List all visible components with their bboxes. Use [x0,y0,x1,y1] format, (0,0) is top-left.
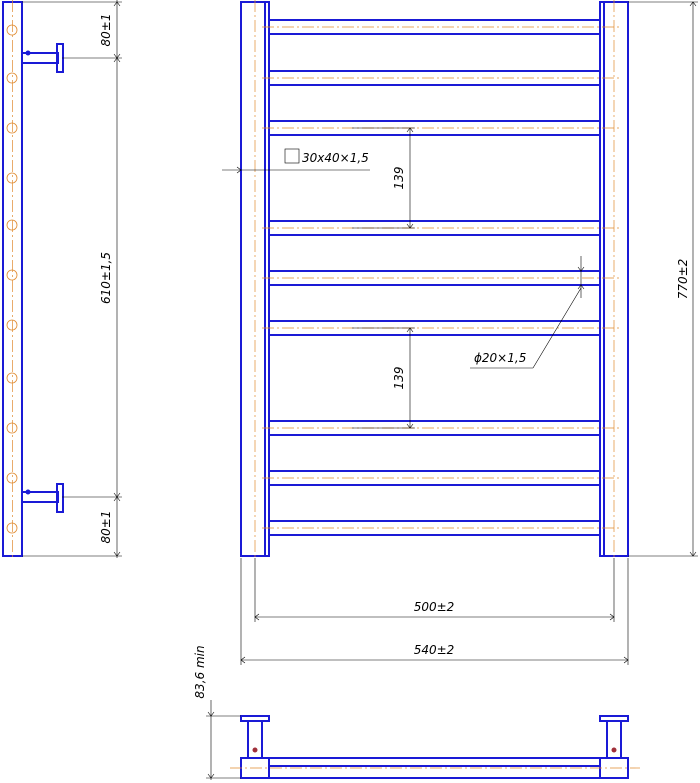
lower-wall-bracket [21,483,64,513]
wall-gap-dimension [206,700,241,780]
dim-outer-width: 540±2 [414,643,455,657]
dim-bracket-spacing: 610±1,5 [99,252,113,304]
top-right-bracket [599,715,629,759]
rungs [268,19,601,536]
front-view: 30x40×1,5 139 139 ϕ20×1,5 [222,0,698,665]
dim-bottom-offset: 80±1 [99,511,113,544]
inner-width-dimension [254,558,615,622]
top-left-bracket [240,715,270,759]
side-dimension-lines [22,0,122,558]
pitch-upper-dimension [352,127,415,229]
tube-callout [470,256,585,369]
dim-pitch-upper: 139 [392,167,406,190]
dim-inner-width: 500±2 [414,600,455,614]
height-dimension [628,1,698,557]
profile-callout [222,148,370,174]
dim-pitch-lower: 139 [392,367,406,390]
dim-height: 770±2 [676,259,690,300]
rung-axes [262,26,622,529]
dim-profile: 30x40×1,5 [302,151,369,165]
side-view: 80±1 610±1,5 80±1 [2,0,122,558]
pitch-lower-dimension [352,327,415,429]
upper-wall-bracket [21,43,64,73]
mounting-holes [6,24,18,534]
dim-tube: ϕ20×1,5 [474,351,526,365]
dim-top-offset: 80±1 [99,14,113,47]
top-view: 83,6 min [193,645,640,780]
outer-width-dimension [240,558,629,665]
dim-wall-gap: 83,6 min [193,645,207,698]
